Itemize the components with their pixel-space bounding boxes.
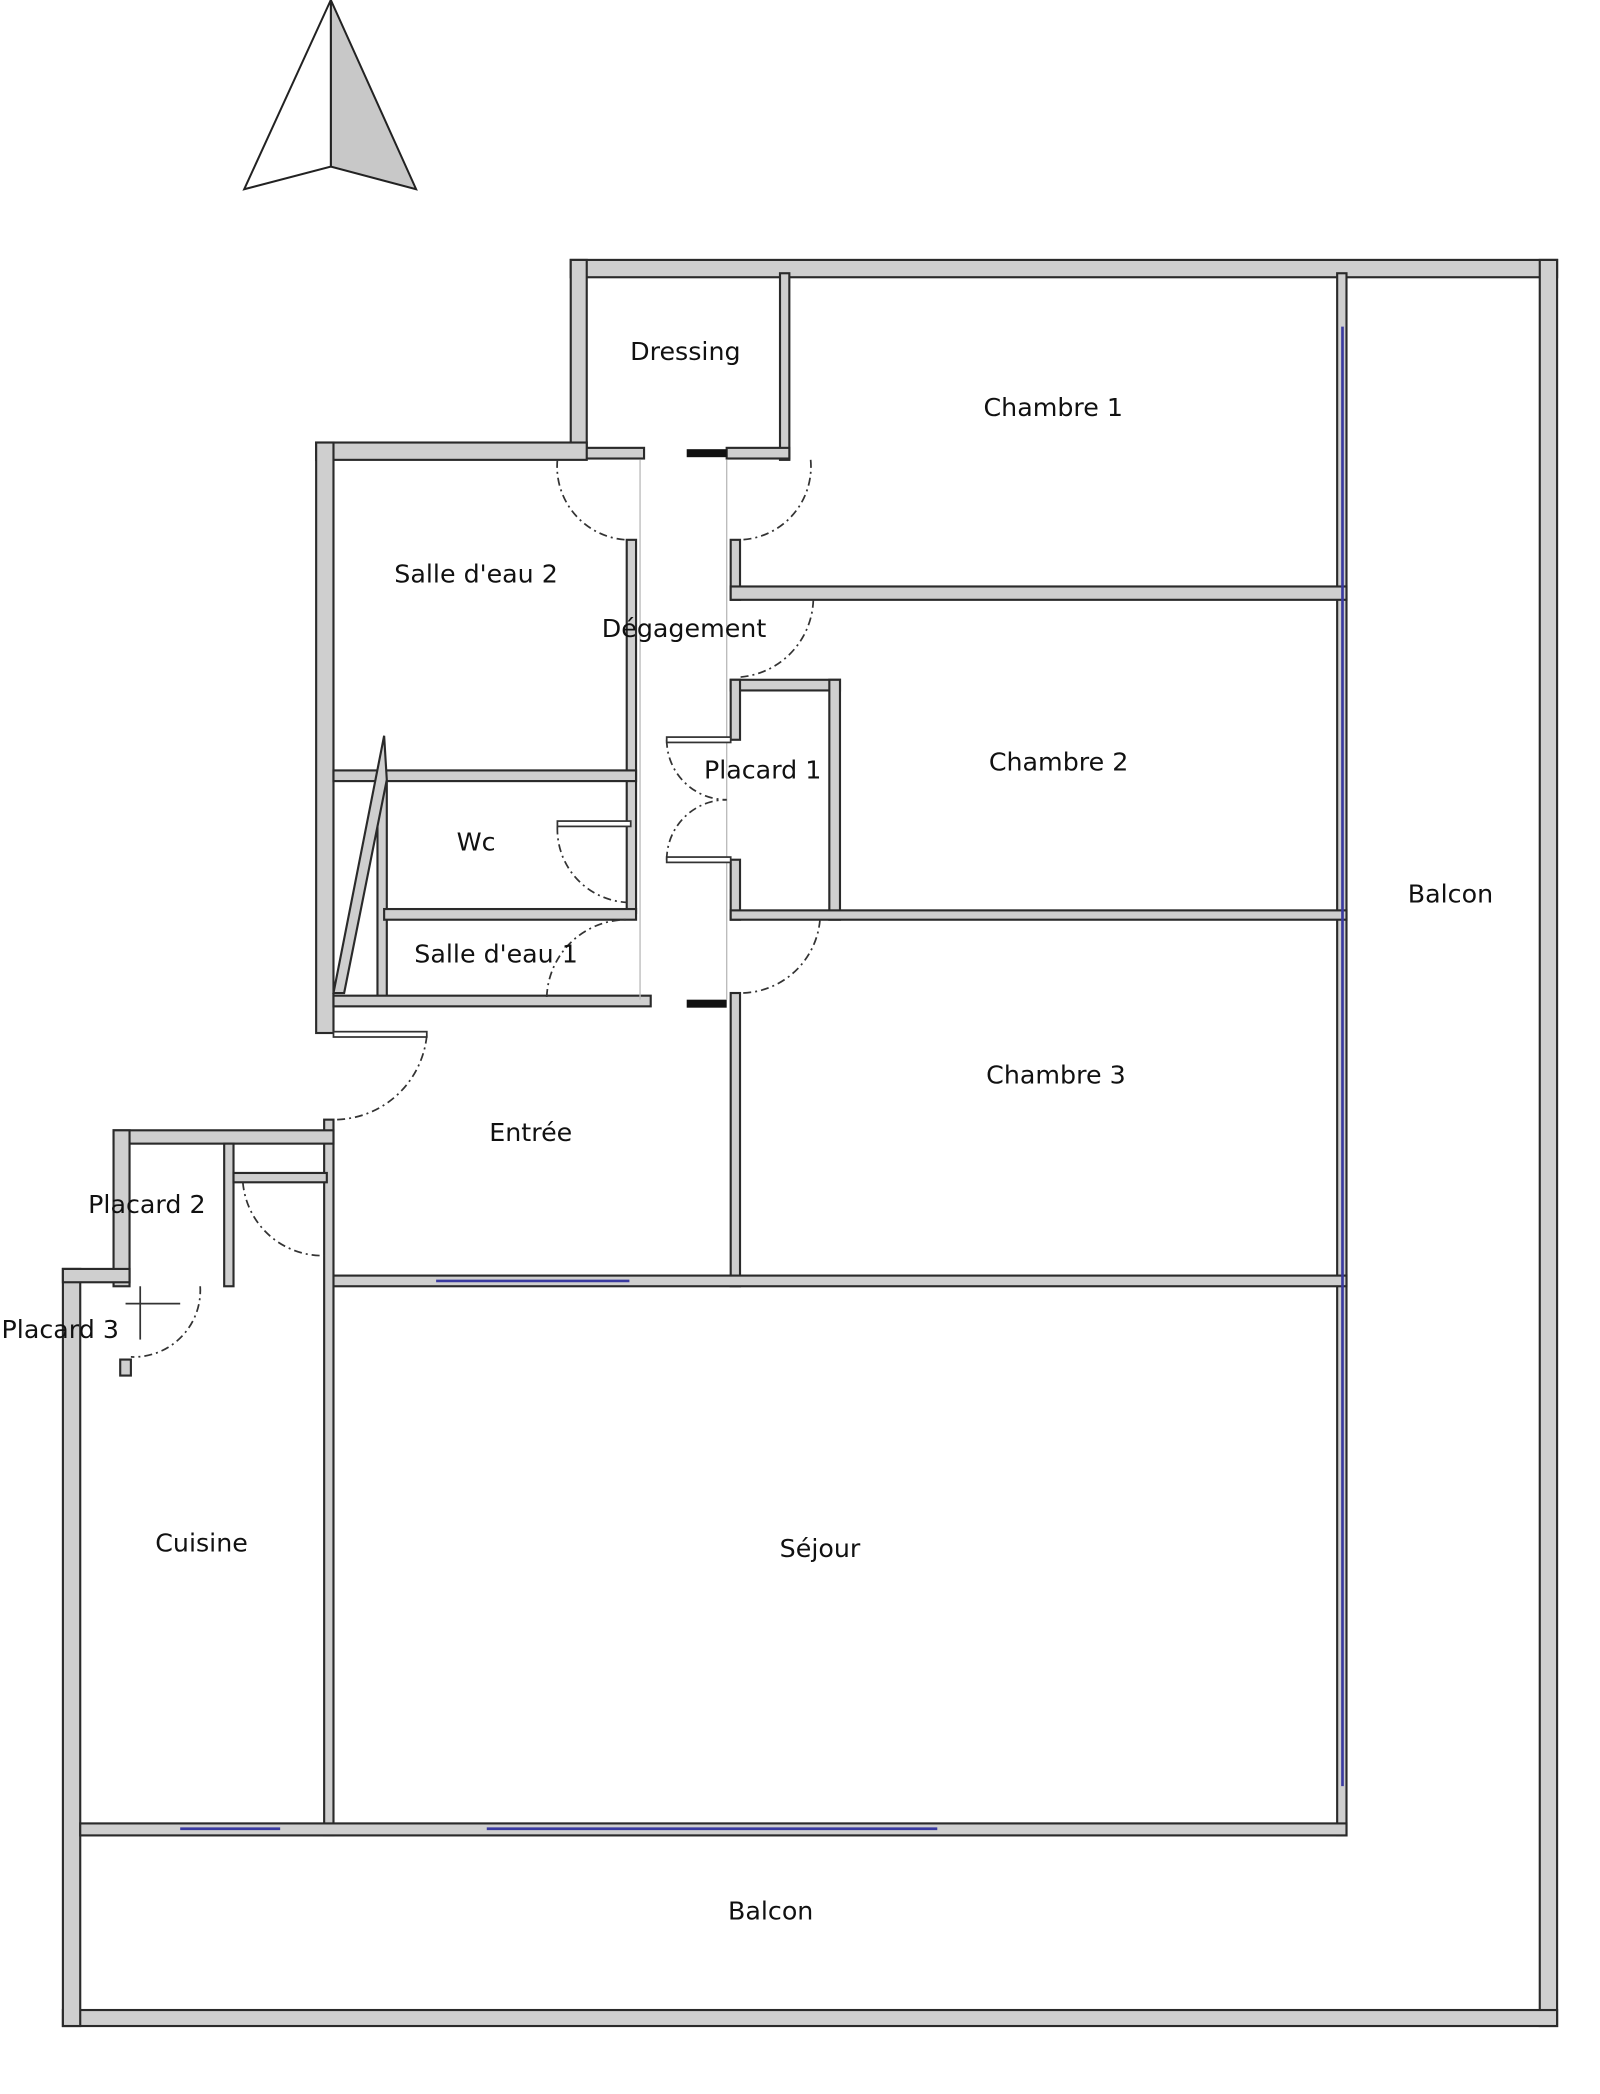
room-label-salle-eau-2: Salle d'eau 2	[394, 558, 558, 588]
room-label-chambre-2: Chambre 2	[989, 746, 1129, 776]
room-label-cuisine: Cuisine	[155, 1528, 248, 1558]
room-label-balcon-right: Balcon	[1408, 878, 1493, 908]
room-label-placard-3: Placard 3	[2, 1314, 119, 1344]
room-label-entree: Entrée	[489, 1117, 572, 1147]
room-label-chambre-1: Chambre 1	[983, 392, 1123, 422]
room-label-chambre-3: Chambre 3	[986, 1060, 1126, 1090]
room-label-salle-eau-1: Salle d'eau 1	[414, 938, 578, 968]
room-label-dressing: Dressing	[630, 336, 740, 366]
room-labels: Dressing Chambre 1 Salle d'eau 2 Dégagem…	[2, 336, 1494, 1926]
doors	[125, 459, 821, 1358]
room-label-sejour: Séjour	[780, 1533, 861, 1563]
north-arrow-icon	[242, 0, 418, 191]
walls	[61, 258, 1559, 2028]
room-label-placard-2: Placard 2	[88, 1189, 205, 1219]
room-label-degagement: Dégagement	[602, 613, 767, 643]
room-label-wc: Wc	[457, 826, 496, 856]
room-label-balcon-bottom: Balcon	[728, 1895, 813, 1925]
room-label-placard-1: Placard 1	[704, 754, 821, 784]
windows	[180, 326, 1344, 1831]
